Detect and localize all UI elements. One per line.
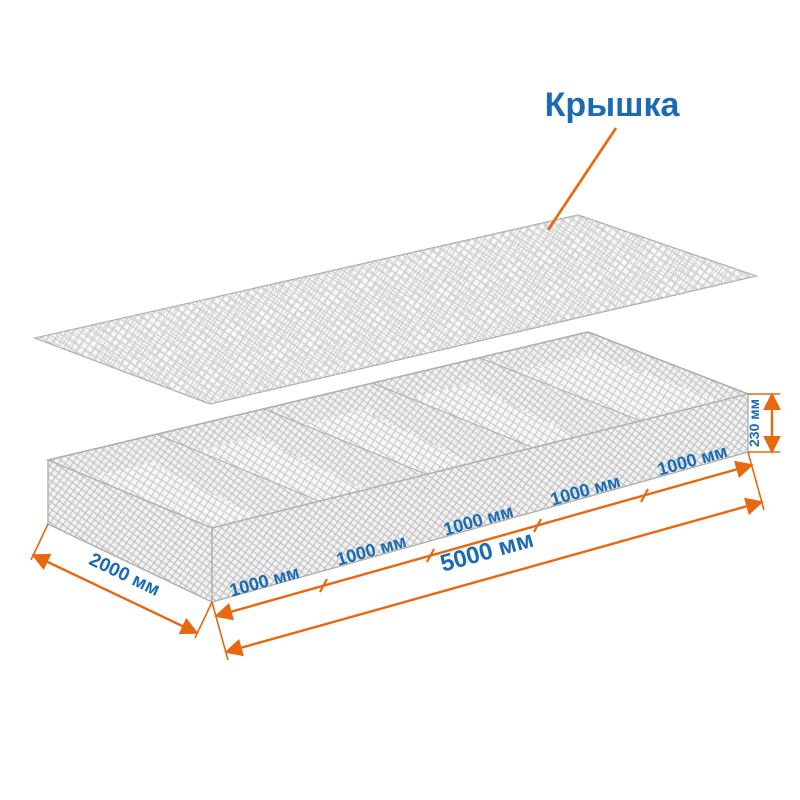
dimension-line: [31, 553, 199, 635]
diaphragm-top-edge: [371, 382, 535, 449]
dimension-line: [224, 497, 764, 657]
lid-callout-label: Крышка: [545, 86, 681, 124]
right-wall-mesh: [588, 332, 748, 412]
extension-line: [194, 601, 213, 639]
basket-rim-edge: [47, 331, 749, 461]
height-dimension-label: 230 мм: [746, 399, 762, 447]
lid-callout: Крышка: [545, 86, 681, 231]
lid-sheet: [32, 214, 759, 405]
lid-callout-line: [546, 127, 618, 231]
extension-line: [211, 601, 229, 661]
lid-mesh-overlay: [35, 215, 756, 404]
height-dimension: 230 мм: [746, 392, 781, 454]
diaphragm-top-edge: [479, 357, 642, 422]
